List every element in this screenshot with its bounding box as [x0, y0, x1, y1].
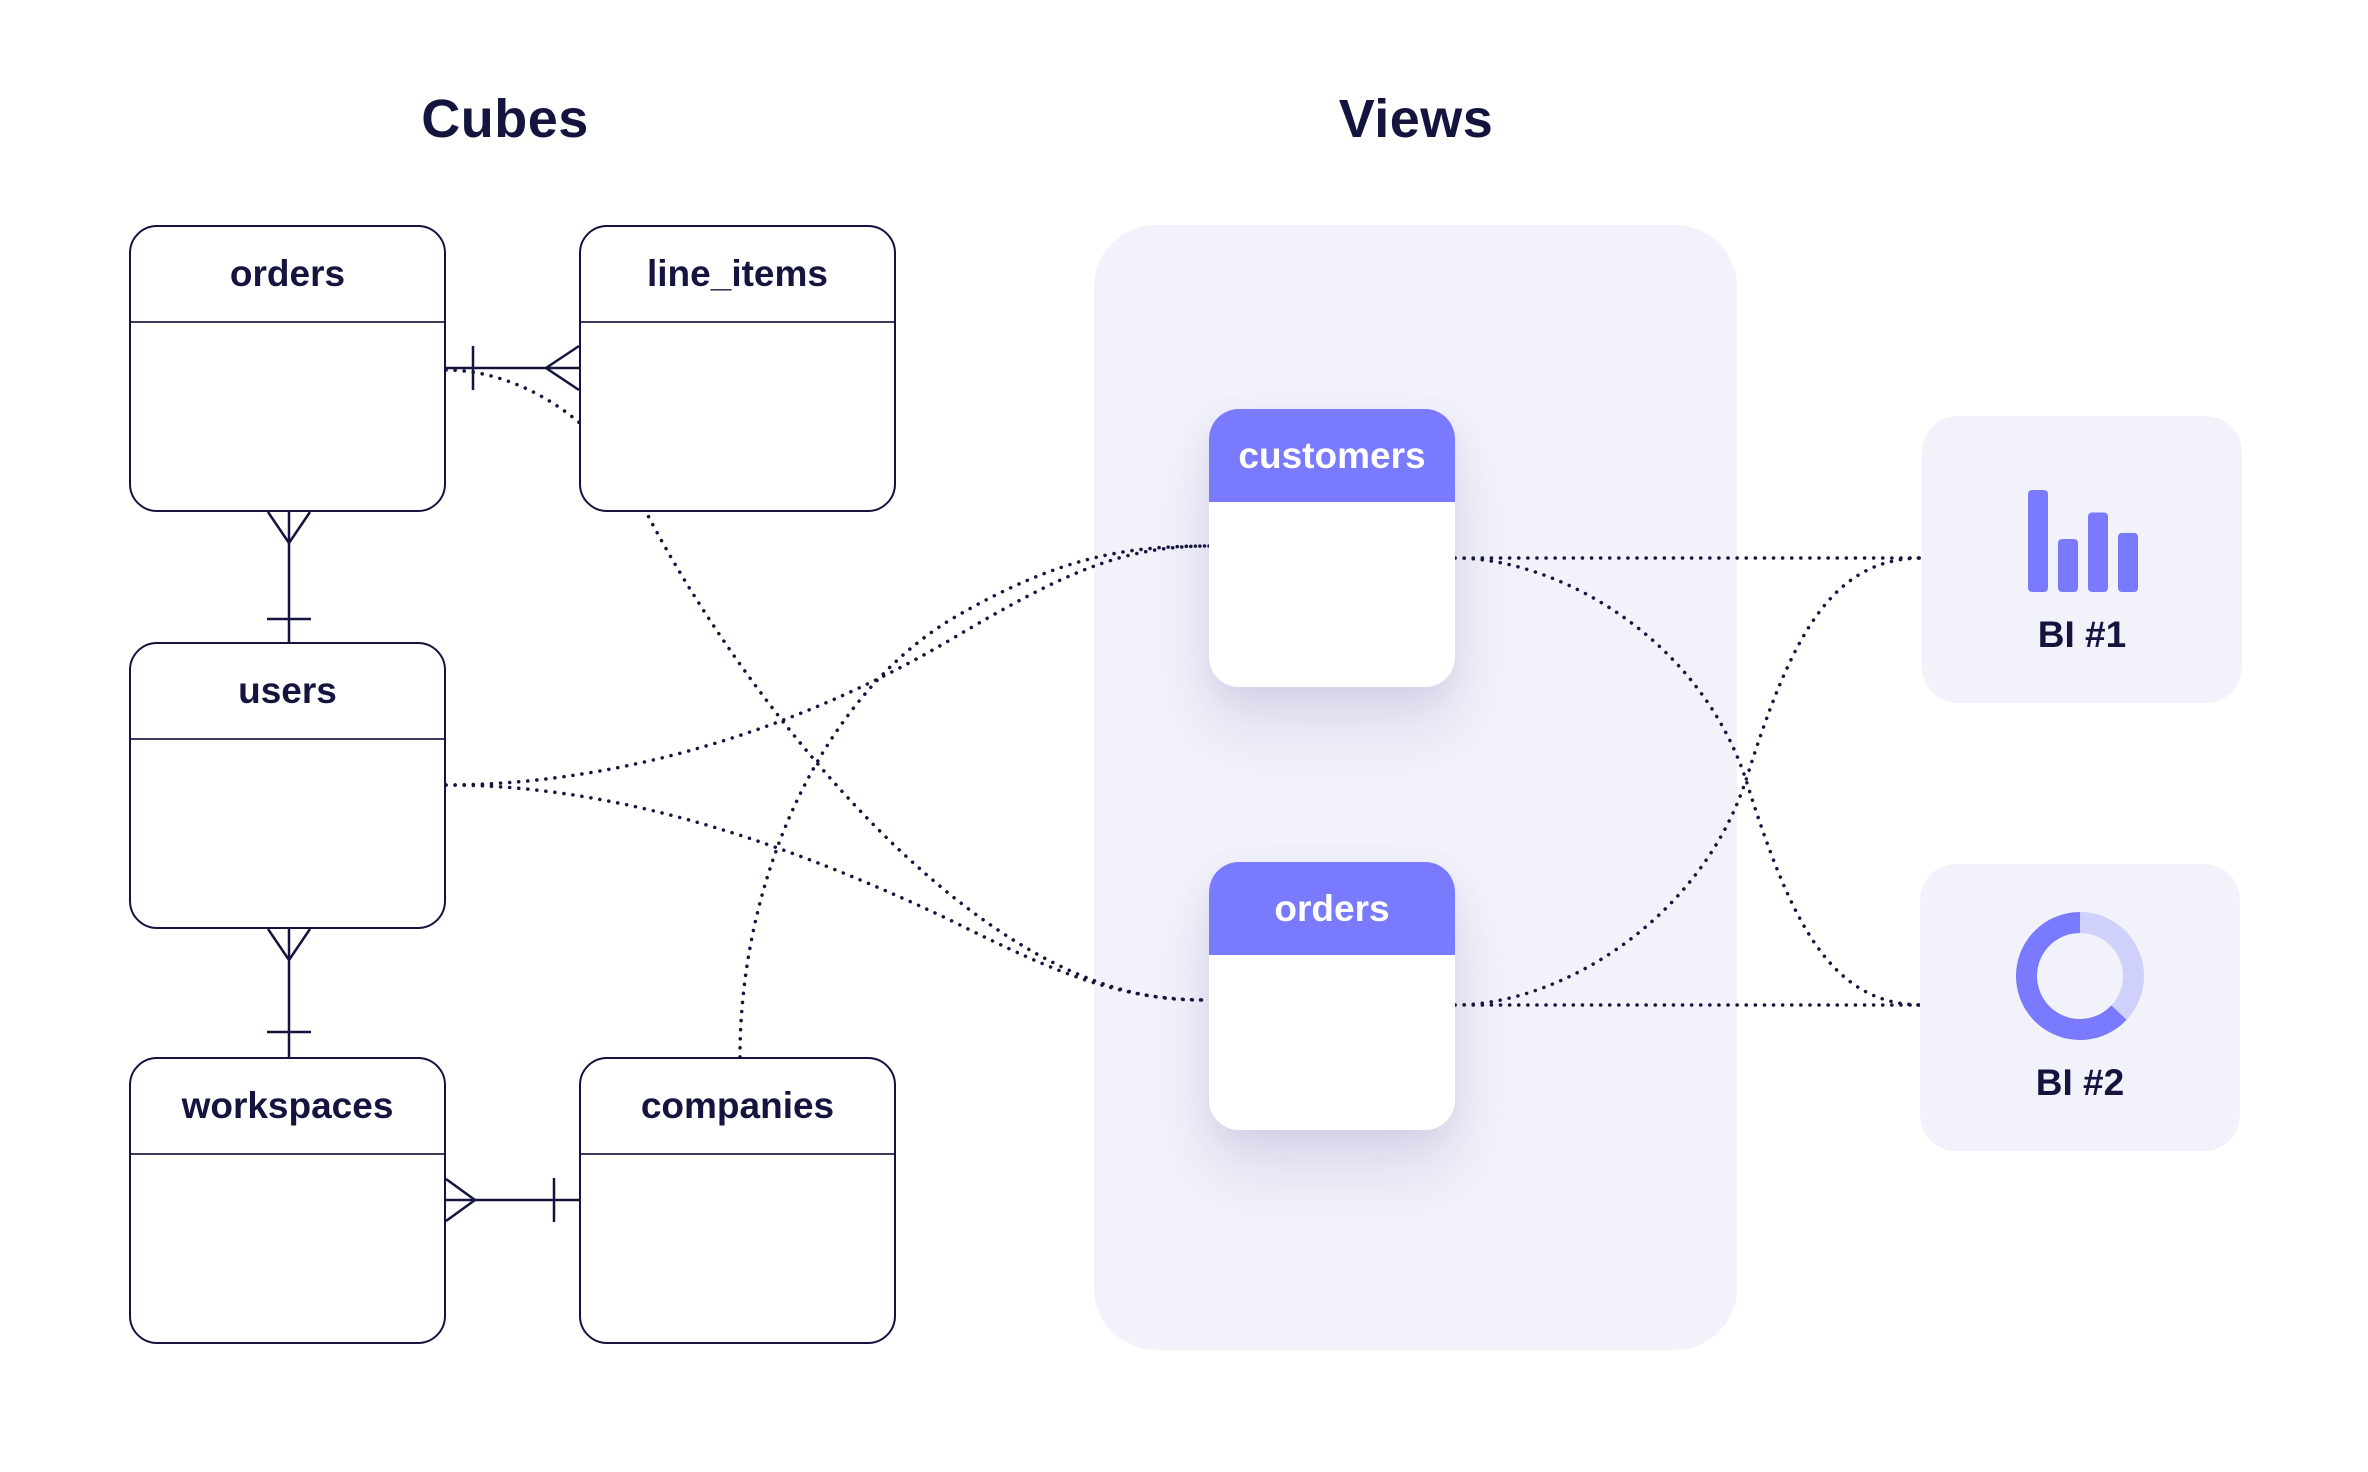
cubes-title: Cubes [421, 89, 589, 149]
relationship-orders-line-items [446, 344, 580, 392]
bi-label: BI #1 [2037, 614, 2127, 655]
cube-workspaces[interactable]: workspaces [129, 1057, 446, 1344]
cube-title: line_items [581, 227, 894, 323]
crows-foot-icon [266, 928, 312, 963]
bi-tool-1[interactable]: BI #1 [1922, 416, 2242, 703]
views-panel [1094, 225, 1737, 1350]
bar-chart-icon [2028, 490, 2138, 592]
cube-title: users [131, 644, 444, 740]
bar-icon-mark [2118, 532, 2138, 592]
view-orders[interactable]: orders [1209, 862, 1455, 1130]
relationship-users-workspaces [266, 928, 312, 1057]
cube-title: orders [131, 227, 444, 323]
bar-icon-mark [2088, 512, 2108, 592]
cube-line-items[interactable]: line_items [579, 225, 896, 512]
donut-chart-icon [2016, 912, 2144, 1040]
view-customers[interactable]: customers [1209, 409, 1455, 687]
cube-companies[interactable]: companies [579, 1057, 896, 1344]
cube-title: workspaces [131, 1059, 444, 1155]
crows-foot-icon [266, 511, 312, 546]
bar-icon-mark [2028, 490, 2048, 592]
views-title: Views [1338, 89, 1494, 149]
view-title: customers [1209, 409, 1455, 502]
relationship-workspaces-companies [445, 1177, 579, 1223]
cube-orders[interactable]: orders [129, 225, 446, 512]
bi-label: BI #2 [2035, 1062, 2125, 1103]
crows-foot-icon [543, 344, 580, 392]
cube-users[interactable]: users [129, 642, 446, 929]
cube-title: companies [581, 1059, 894, 1155]
relationship-orders-users [266, 511, 312, 642]
view-title: orders [1209, 862, 1455, 955]
bar-icon-mark [2058, 538, 2078, 592]
bi-tool-2[interactable]: BI #2 [1920, 864, 2240, 1151]
donut-icon-segment [2080, 912, 2144, 1020]
donut-icon-segment [2016, 912, 2127, 1040]
crows-foot-icon [445, 1177, 478, 1223]
